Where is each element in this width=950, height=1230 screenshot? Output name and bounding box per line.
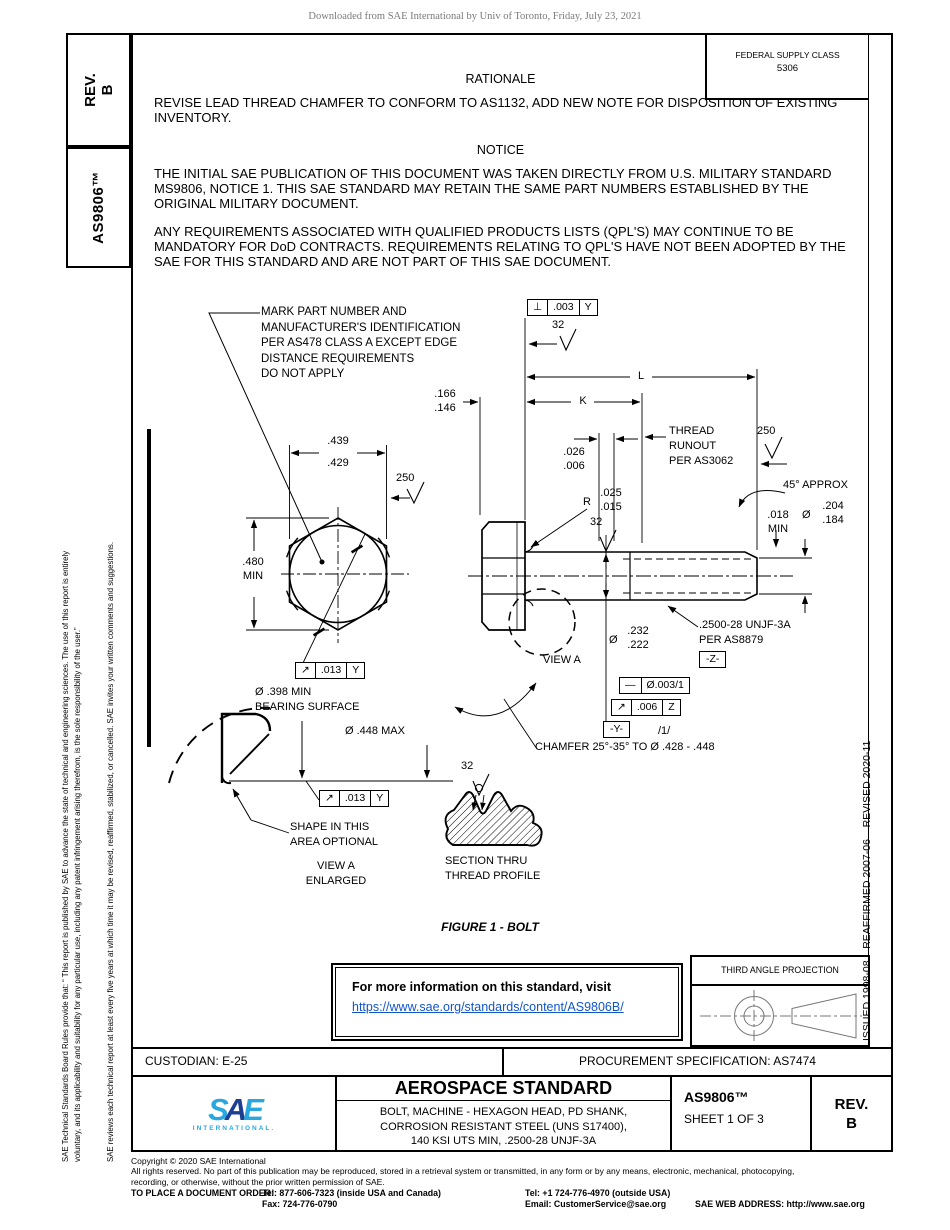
- dia-symbol-end: Ø: [802, 509, 811, 521]
- procurement-cell: PROCUREMENT SPECIFICATION: AS7474: [579, 1054, 816, 1068]
- main-frame: FEDERAL SUPPLY CLASS 5306 ISSUED 1998-08…: [131, 33, 893, 1152]
- sidebar-disclaimer-1: SAE Technical Standards Board Rules prov…: [61, 550, 82, 1162]
- copyright-line: Copyright © 2020 SAE International: [131, 1156, 266, 1166]
- doc-number-cell: AS9806™ SHEET 1 OF 3: [672, 1077, 812, 1150]
- straightness-icon: —: [620, 678, 642, 693]
- custodian-cell: CUSTODIAN: E-25: [133, 1049, 504, 1075]
- projection-box: THIRD ANGLE PROJECTION: [690, 955, 870, 1047]
- shape-optional-note: SHAPE IN THIS AREA OPTIONAL: [290, 821, 379, 848]
- fcf-straightness: —Ø.003/1: [619, 677, 690, 694]
- datum-y: -Y-: [603, 721, 631, 738]
- finish-32-section: 32: [461, 760, 474, 772]
- dim-L: L: [631, 369, 651, 383]
- email: Email: CustomerService@sae.org: [525, 1199, 667, 1209]
- rev-label: REV.: [834, 1095, 869, 1113]
- order-label: TO PLACE A DOCUMENT ORDER:: [131, 1188, 274, 1198]
- runout-icon: ↗: [320, 791, 340, 806]
- dim-across-corners: .480 MIN: [242, 556, 264, 582]
- sae-logo-subtext: INTERNATIONAL.: [192, 1124, 276, 1132]
- dim-head-height: .166 .146: [434, 388, 456, 414]
- figure-caption: FIGURE 1 - BOLT: [441, 920, 539, 934]
- tel-inside: Tel: 877-606-7323 (inside USA and Canada…: [262, 1188, 441, 1198]
- bearing-surface-note: Ø .398 MIN BEARING SURFACE: [255, 686, 360, 713]
- dim-K: K: [573, 394, 593, 408]
- title-block: SAE INTERNATIONAL. AEROSPACE STANDARD BO…: [133, 1075, 891, 1150]
- datum-z: -Z-: [699, 651, 727, 668]
- view-a-label: VIEW A: [543, 654, 581, 666]
- downloaded-note: Downloaded from SAE International by Uni…: [308, 11, 642, 22]
- dim-runout-length: .026 .006: [563, 446, 585, 472]
- standard-heading: AEROSPACE STANDARD: [337, 1077, 670, 1101]
- info-box: For more information on this standard, v…: [331, 963, 683, 1041]
- projection-title: THIRD ANGLE PROJECTION: [692, 957, 868, 986]
- view-a-enlarged-label: VIEW A ENLARGED: [305, 860, 367, 887]
- dim-max-dia: Ø .448 MAX: [345, 725, 405, 737]
- bolt-drawing-linework: [147, 312, 812, 847]
- runout-icon: ↗: [296, 663, 316, 678]
- thread-runout-note: THREAD RUNOUT PER AS3062: [669, 425, 734, 467]
- fax: Fax: 724-776-0790: [262, 1199, 338, 1209]
- doc-number: AS9806™: [684, 1089, 749, 1105]
- fsc-code: 5306: [776, 63, 799, 74]
- notice-paragraph-2: ANY REQUIREMENTS ASSOCIATED WITH QUALIFI…: [154, 224, 846, 269]
- rights-paragraph: All rights reserved. No part of this pub…: [131, 1166, 795, 1187]
- runout-icon: ↗: [612, 700, 632, 715]
- dim-end-length: .018 MIN: [767, 509, 789, 535]
- section-note: SECTION THRU THREAD PROFILE: [445, 855, 541, 882]
- finish-250-hex: 250: [396, 472, 415, 484]
- perpendicularity-icon: ⊥: [528, 300, 549, 315]
- dim-across-flats-lower: .429: [327, 457, 349, 469]
- standard-description: BOLT, MACHINE - HEXAGON HEAD, PD SHANK, …: [379, 1106, 628, 1147]
- figure-1-drawing: MARK PART NUMBER AND MANUFACTURER'S IDEN…: [133, 287, 872, 957]
- sae-logo: SAE: [208, 1091, 264, 1127]
- standard-link[interactable]: https://www.sae.org/standards/content/AS…: [352, 1000, 624, 1014]
- thread-spec: .2500-28 UNJF-3A PER AS8879: [699, 619, 791, 646]
- rationale-text: REVISE LEAD THREAD CHAMFER TO CONFORM TO…: [154, 95, 838, 125]
- rationale-title: RATIONALE: [465, 72, 536, 86]
- fsc-box: FEDERAL SUPPLY CLASS 5306: [705, 35, 868, 100]
- sae-logo-cell: SAE INTERNATIONAL.: [133, 1077, 337, 1150]
- notice-paragraph-1: THE INITIAL SAE PUBLICATION OF THIS DOCU…: [154, 166, 832, 211]
- doc-tab-label: AS9806™: [90, 171, 107, 244]
- fillet-radius-values: .025 .015: [600, 487, 622, 513]
- dim-45-approx: 45° APPROX: [783, 479, 848, 491]
- mark-note: MARK PART NUMBER AND MANUFACTURER'S IDEN…: [261, 306, 461, 380]
- web-address: SAE WEB ADDRESS: http://www.sae.org: [695, 1199, 865, 1209]
- finish-32-top: 32: [552, 319, 565, 331]
- fsc-label: FEDERAL SUPPLY CLASS: [735, 50, 840, 60]
- dim-pitch-dia: .232 .222: [627, 625, 649, 651]
- doc-tab-box: AS9806™: [66, 147, 131, 268]
- rev-tab-box: REV. B: [66, 33, 131, 147]
- dia-symbol-pitch: Ø: [609, 633, 618, 647]
- rev-tab-label: REV. B: [81, 73, 116, 107]
- notice-title: NOTICE: [476, 143, 525, 157]
- revision-history-strip: ISSUED 1998-08 REAFFIRMED 2007-06 REVISE…: [861, 35, 891, 1047]
- sidebar-disclaimer-2: SAE reviews each technical report at lea…: [106, 542, 115, 1162]
- fillet-radius-letter: R: [583, 496, 591, 508]
- per-inch-note: /1/: [658, 725, 671, 737]
- third-angle-projection-icon: [700, 990, 862, 1042]
- rev-cell: REV. B: [812, 1077, 891, 1150]
- standard-title-cell: AEROSPACE STANDARD BOLT, MACHINE - HEXAG…: [337, 1077, 672, 1150]
- dim-end-dia: .204 .184: [822, 500, 844, 526]
- custodian-bar: CUSTODIAN: E-25 PROCUREMENT SPECIFICATIO…: [133, 1047, 891, 1075]
- dim-across-flats-upper: .439: [327, 435, 349, 447]
- chamfer-note: CHAMFER 25°-35° TO Ø .428 - .448: [535, 741, 715, 753]
- info-box-text: For more information on this standard, v…: [352, 980, 612, 994]
- tel-outside: Tel: +1 724-776-4970 (outside USA): [525, 1188, 671, 1198]
- sheet-number: SHEET 1 OF 3: [684, 1112, 764, 1126]
- finish-250-right: 250: [757, 425, 776, 437]
- finish-32-mid: 32: [590, 516, 603, 528]
- rev-value: B: [846, 1114, 857, 1132]
